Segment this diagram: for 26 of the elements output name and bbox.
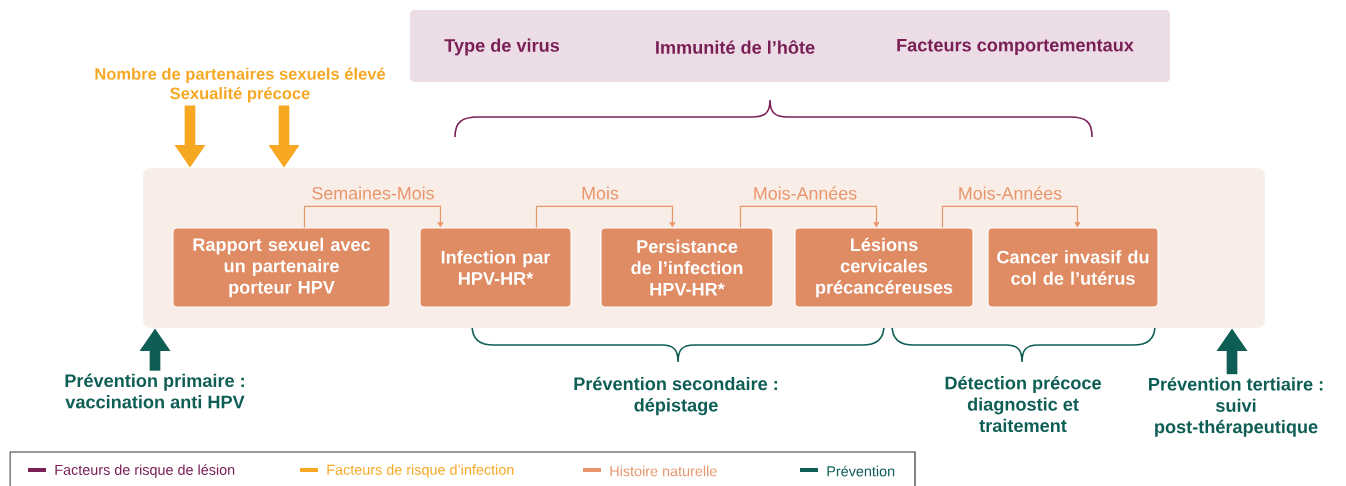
prevention-text: Prévention primaire : vaccination anti HPV (65, 373, 245, 409)
legend-label: Facteurs de risque de lésion (55, 464, 235, 478)
arrow (535, 205, 676, 229)
process-box: Persistance de l’infection HPV-HR* (600, 227, 774, 308)
factor-label: Immunité de l’hôte (656, 40, 815, 54)
risk-factor-text: Nombre de partenaires sexuels élevé Sexualité précoce (95, 67, 386, 103)
legend-label: Facteurs de risque d’infection (327, 464, 514, 478)
edge-label: Mois-Années (956, 185, 1064, 201)
process-box: Infection par HPV-HR* (419, 227, 572, 308)
edge-label: Mois (579, 185, 621, 201)
arrow (941, 205, 1081, 229)
factor-band (410, 10, 1170, 82)
edge-label: Semaines-Mois (310, 185, 436, 201)
arrow (739, 205, 880, 229)
prevention-text: Prévention secondaire : dépistage (574, 376, 778, 416)
factor-label: Type de virus (444, 38, 560, 56)
process-box: Cancer invasif du col de l’utérus (987, 227, 1159, 308)
process-box: Lésions cervicales précancéreuses (794, 227, 974, 308)
legend-label: Histoire naturelle (610, 465, 717, 477)
prevention-text: Détection précoce diagnostic et traitement (945, 375, 1101, 433)
edge-label: Mois-Années (751, 185, 859, 201)
prevention-text: Prévention tertiaire : suivi post-thérapeutique (1149, 377, 1323, 437)
factor-label: Facteurs comportementaux (897, 38, 1134, 56)
arrow (303, 205, 444, 229)
process-box: Rapport sexuel avec un partenaire porteur HPV (172, 227, 391, 308)
legend-label: Prévention (827, 465, 895, 477)
